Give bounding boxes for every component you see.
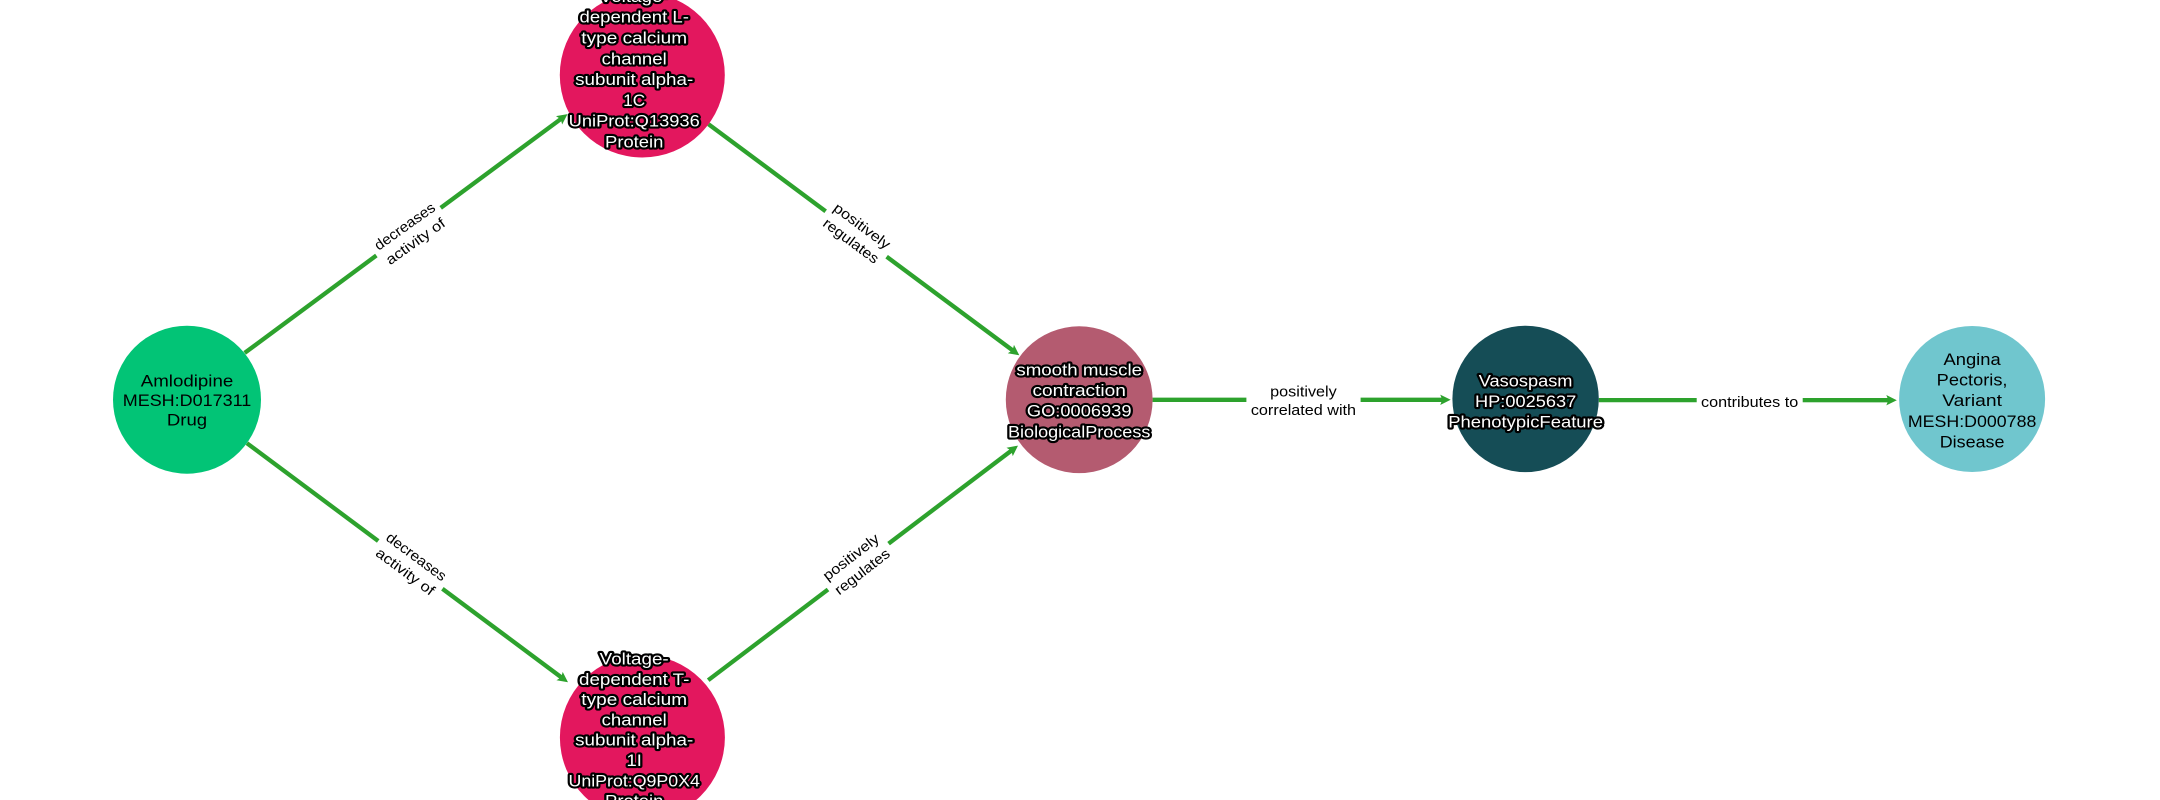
svg-text:MESH:D000788: MESH:D000788: [1908, 412, 2037, 431]
svg-text:channel: channel: [602, 710, 667, 729]
svg-text:UniProt:Q9P0X4: UniProt:Q9P0X4: [569, 771, 700, 790]
svg-text:Pectoris,: Pectoris,: [1937, 371, 2008, 390]
svg-text:correlated with: correlated with: [1251, 403, 1356, 419]
svg-text:Variant: Variant: [1942, 391, 2002, 410]
svg-text:Vasospasm: Vasospasm: [1479, 371, 1573, 390]
svg-text:PhenotypicFeature: PhenotypicFeature: [1448, 413, 1603, 432]
svg-text:HP:0025637: HP:0025637: [1475, 392, 1576, 411]
svg-text:contributes to: contributes to: [1701, 395, 1798, 411]
svg-text:UniProt:Q13936: UniProt:Q13936: [569, 112, 700, 131]
svg-text:1I: 1I: [627, 751, 642, 770]
svg-text:Protein: Protein: [605, 133, 663, 152]
svg-text:type calcium: type calcium: [581, 29, 687, 48]
svg-text:dependent L-: dependent L-: [580, 8, 689, 27]
svg-text:smooth muscle: smooth muscle: [1016, 361, 1142, 380]
svg-text:type calcium: type calcium: [581, 690, 687, 709]
svg-text:Angina: Angina: [1944, 350, 2002, 369]
svg-text:contraction: contraction: [1033, 381, 1126, 400]
svg-text:Disease: Disease: [1940, 432, 2005, 451]
svg-text:subunit alpha-: subunit alpha-: [575, 731, 693, 750]
svg-text:subunit alpha-: subunit alpha-: [575, 70, 693, 89]
svg-text:BiologicalProcess: BiologicalProcess: [1008, 422, 1150, 441]
svg-text:channel: channel: [602, 49, 667, 68]
svg-text:Protein: Protein: [605, 792, 663, 800]
svg-text:dependent T-: dependent T-: [579, 670, 689, 689]
svg-text:MESH:D017311: MESH:D017311: [123, 391, 252, 410]
svg-text:1C: 1C: [623, 91, 645, 110]
svg-text:Amlodipine: Amlodipine: [141, 371, 234, 390]
svg-text:Voltage-: Voltage-: [600, 0, 669, 6]
svg-text:Voltage-: Voltage-: [600, 650, 669, 669]
svg-text:Drug: Drug: [167, 411, 207, 430]
svg-text:GO:0006939: GO:0006939: [1027, 402, 1132, 421]
svg-text:positively: positively: [1270, 384, 1338, 400]
